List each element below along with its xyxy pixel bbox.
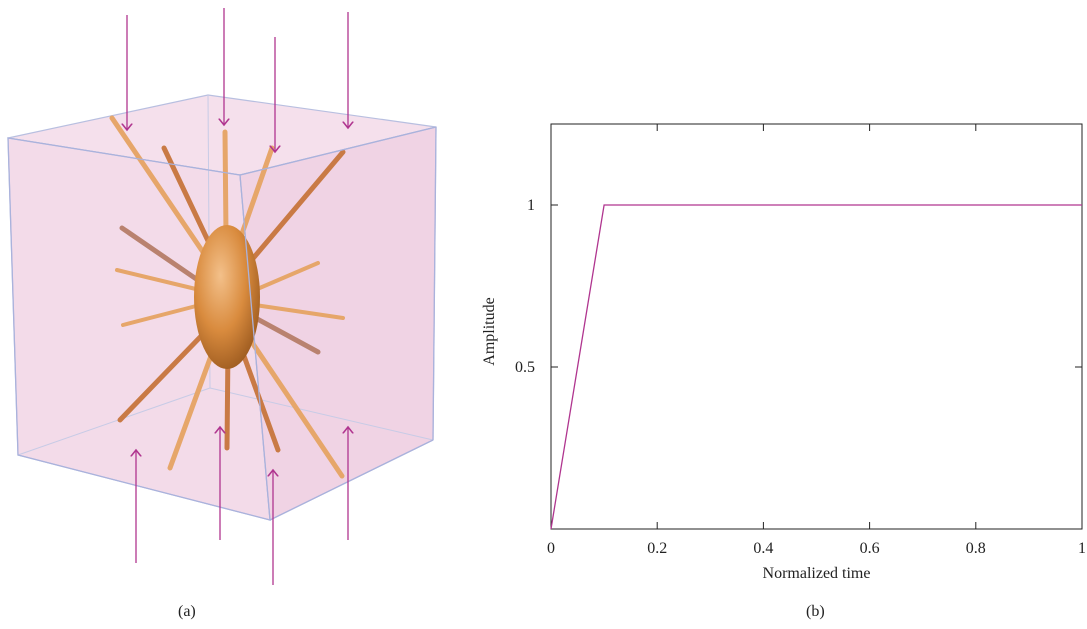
x-tick-label: 1 [1078,540,1086,557]
panel-a-caption: (a) [178,603,196,620]
y-axis-label: Amplitude [481,297,498,365]
compression-arrows-top [127,8,348,152]
compression-arrows-bottom [136,427,348,585]
x-tick-label: 0 [547,540,555,557]
ellipsoid-inclusion [194,225,260,369]
x-tick-label: 0.8 [966,540,986,557]
x-tick-label: 0.6 [860,540,880,557]
y-tick-label: 1 [527,197,535,214]
panel-b-caption: (b) [806,603,825,620]
panel-a-illustration [7,8,437,585]
x-tick-label: 0.4 [753,540,773,557]
y-tick-label: 0.5 [515,359,535,376]
x-axis-label: Normalized time [763,565,871,582]
series-line [550,204,1082,530]
x-tick-label: 0.2 [647,540,667,557]
plot-frame [550,123,1083,530]
cube-front-edges [7,126,437,521]
